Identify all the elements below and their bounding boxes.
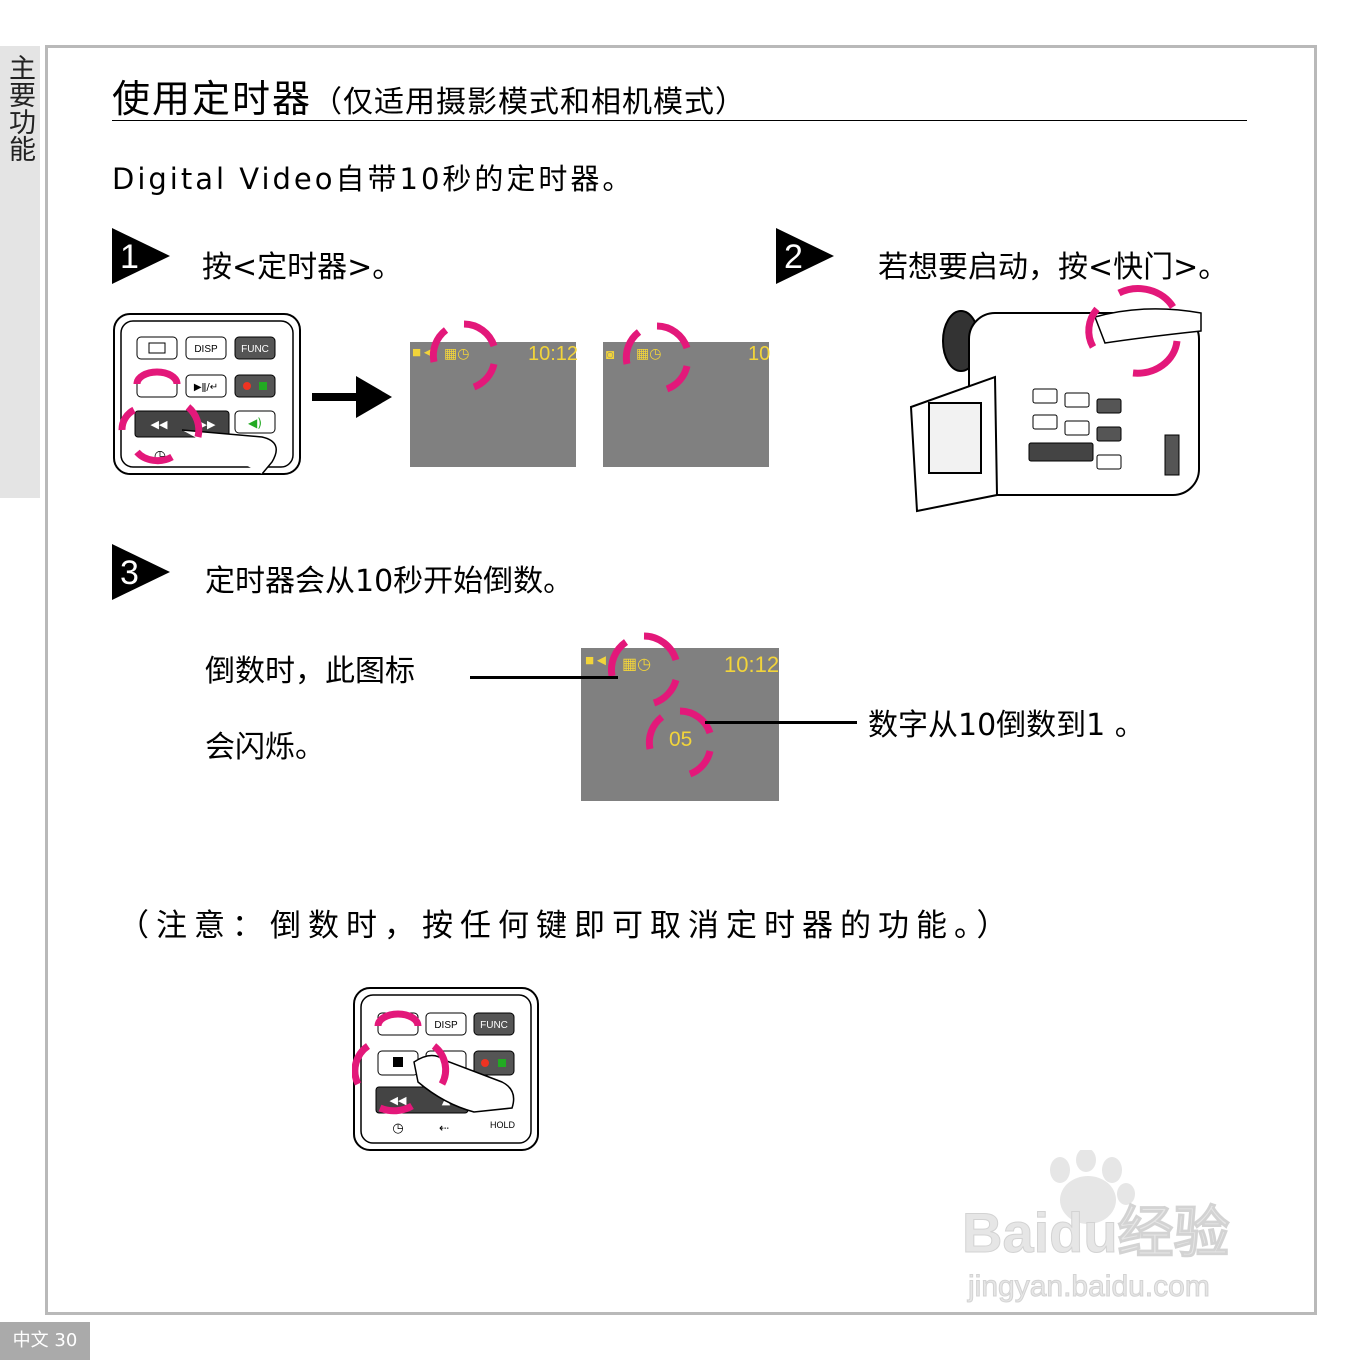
timer-status-icon: ▦◷ [622,656,652,673]
svg-text:▶▶: ▶▶ [199,418,216,431]
watermark-url: jingyan.baidu.com [967,1270,1210,1303]
video-camera-icon: ■◄ [585,652,609,669]
side-tab-label: 主要功能 [4,54,35,162]
blink-label-line2: 会闪烁。 [205,730,325,765]
page-frame [45,45,1317,1315]
step-2-number: 2 [784,238,803,276]
screen-video-time: 10:12 [528,343,579,365]
step-3-text: 定时器会从10秒开始倒数。 [205,564,574,599]
leader-line-number [705,721,857,724]
intro-text: Digital Video自带10秒的定时器。 [112,162,635,196]
camcorder-illustration [909,285,1202,513]
control-panel-step1: DISP FUNC ▶ǁ/↵ ◀◀▶▶ ◀) ◷ HOLD [113,313,301,475]
step-2-text: 若想要启动，按<快门>。 [878,250,1229,285]
step-1-text: 按<定时器>。 [202,250,403,285]
screen-photo-mode [603,342,769,467]
blink-label-line1: 倒数时，此图标 [205,654,415,689]
func-label: FUNC [480,1020,508,1031]
arrow-right-icon [312,376,392,418]
step-3-badge: 3 [112,544,170,600]
highlight-ring [1085,285,1181,377]
finger-drawing [413,1054,515,1113]
screen-photo-count: 10 [748,343,771,365]
menu-button[interactable] [136,336,178,360]
title-main: 使用定时器 [112,77,313,121]
step-1-badge: 1 [112,228,170,284]
title-divider [112,120,1247,121]
control-panel-cancel: DISP FUNC ◀◀▲ ◷ ⇠ HOLD [352,987,539,1151]
highlight-ring [118,368,203,465]
page-number: 中文 30 [0,1322,90,1360]
camera-icon: ◙ [606,346,615,362]
highlight-ring [607,632,680,707]
timer-icon: ◷ [392,1121,403,1136]
svg-text:◀◀: ◀◀ [151,418,168,431]
svg-text:▶ǁ/↵: ▶ǁ/↵ [194,382,218,393]
highlight-ring [622,322,691,393]
note-text: （注意：倒数时，按任何键即可取消定时器的功能。） [118,908,1015,944]
highlight-ring [429,320,498,391]
record-button[interactable] [234,374,276,398]
step-3-number: 3 [120,554,139,592]
side-tab [0,46,40,498]
baidu-watermark: Baidu经验 jingyan.baidu.com [962,1150,1230,1304]
delete-icon: ⇠ [439,1121,449,1135]
func-button[interactable]: FUNC [473,1012,515,1036]
screen-video-mode [410,342,576,467]
paw-logo-icon [1050,1150,1135,1224]
step-1-number: 1 [120,238,139,276]
watermark-brand: Baidu经验 [962,1201,1230,1264]
play-pause-button[interactable]: ▶ǁ/↵ [185,374,227,398]
timer-status-icon: ▦◷ [444,345,470,361]
disp-button[interactable]: DISP [185,336,227,360]
disp-label: DISP [434,1020,458,1031]
record-button[interactable] [473,1050,515,1076]
rewind-button[interactable]: ◀◀ ▶▶ [134,410,230,438]
screen-countdown-time: 10:12 [724,652,780,677]
timer-status-icon: ▦◷ [636,345,662,361]
title-sub: （仅适用摄影模式和相机模式） [312,85,747,120]
leader-line-icon [470,676,618,679]
finger-drawing [181,429,277,475]
disp-button[interactable]: DISP [425,1012,467,1036]
func-label: FUNC [241,344,269,355]
screen-countdown-value: 05 [669,728,693,751]
highlight-ring [645,707,714,778]
svg-text:◀◀: ◀◀ [390,1094,407,1107]
countdown-label: 数字从10倒数到1 。 [868,708,1145,743]
hold-label: HOLD [490,1120,516,1130]
func-button[interactable]: FUNC [234,336,276,360]
page-title: 使用定时器（仅适用摄影模式和相机模式） [112,68,746,123]
highlight-ring [352,1010,450,1115]
finger-drawing [1094,308,1202,344]
disp-label: DISP [194,344,218,355]
stop-button[interactable] [377,1050,419,1076]
svg-text:◀): ◀) [248,416,262,430]
volume-button[interactable]: ◀) [234,410,276,434]
step-2-badge: 2 [776,228,834,284]
